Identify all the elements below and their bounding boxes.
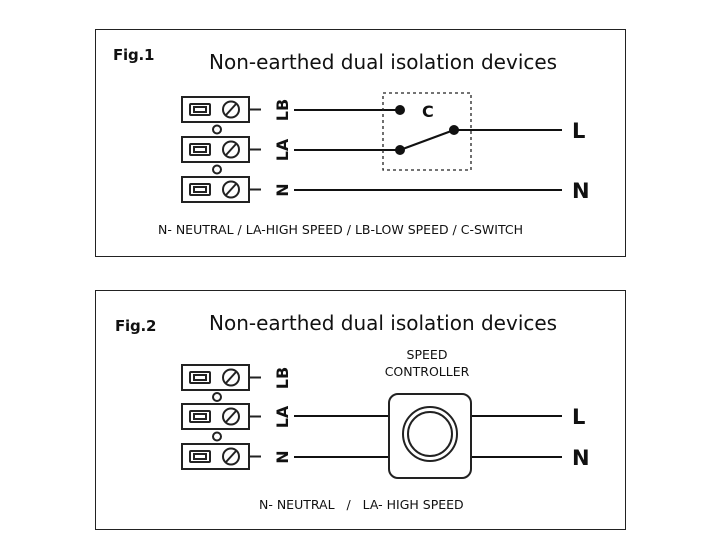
fig1-line-n-label: N [572, 179, 590, 203]
fig2-caption: N- NEUTRAL / LA- HIGH SPEED [259, 497, 464, 512]
fig2-controller-label-speed: SPEED [407, 347, 448, 362]
fig2-wiring-diagram: LB LA N SPEED CONTROLLER L N [181, 347, 590, 479]
fig2-controller-label-controller: CONTROLLER [385, 364, 470, 379]
speed-controller-knob-icon [388, 393, 472, 479]
fig1-terminal-la-label: LA [273, 138, 292, 161]
fig1-terminal-n-label: N [273, 183, 292, 196]
terminal-block-icon [181, 96, 261, 203]
terminal-block-icon [181, 364, 261, 470]
fig2-title: Non-earthed dual isolation devices [209, 311, 558, 335]
fig2-terminal-lb-label: LB [273, 367, 292, 389]
fig2-panel: Fig.2 Non-earthed dual isolation devices [95, 290, 626, 530]
switch-icon [395, 105, 459, 155]
fig1-wiring-diagram: LB LA N C L N [181, 92, 590, 203]
fig1-title: Non-earthed dual isolation devices [209, 50, 558, 74]
fig1-switch-box [382, 92, 472, 171]
fig1-line-l-label: L [572, 119, 585, 143]
fig1-switch-label: C [422, 102, 434, 121]
fig2-line-n-label: N [572, 446, 590, 470]
fig1-label: Fig.1 [113, 46, 155, 64]
fig1-panel: Fig.1 Non-earthed dual isolation devices [95, 29, 626, 257]
fig2-label: Fig.2 [115, 317, 157, 335]
fig2-terminal-n-label: N [273, 450, 292, 463]
fig1-terminal-lb-label: LB [273, 99, 292, 121]
fig2-terminal-la-label: LA [273, 405, 292, 428]
fig2-line-l-label: L [572, 405, 585, 429]
fig1-caption: N- NEUTRAL / LA-HIGH SPEED / LB-LOW SPEE… [158, 222, 523, 237]
